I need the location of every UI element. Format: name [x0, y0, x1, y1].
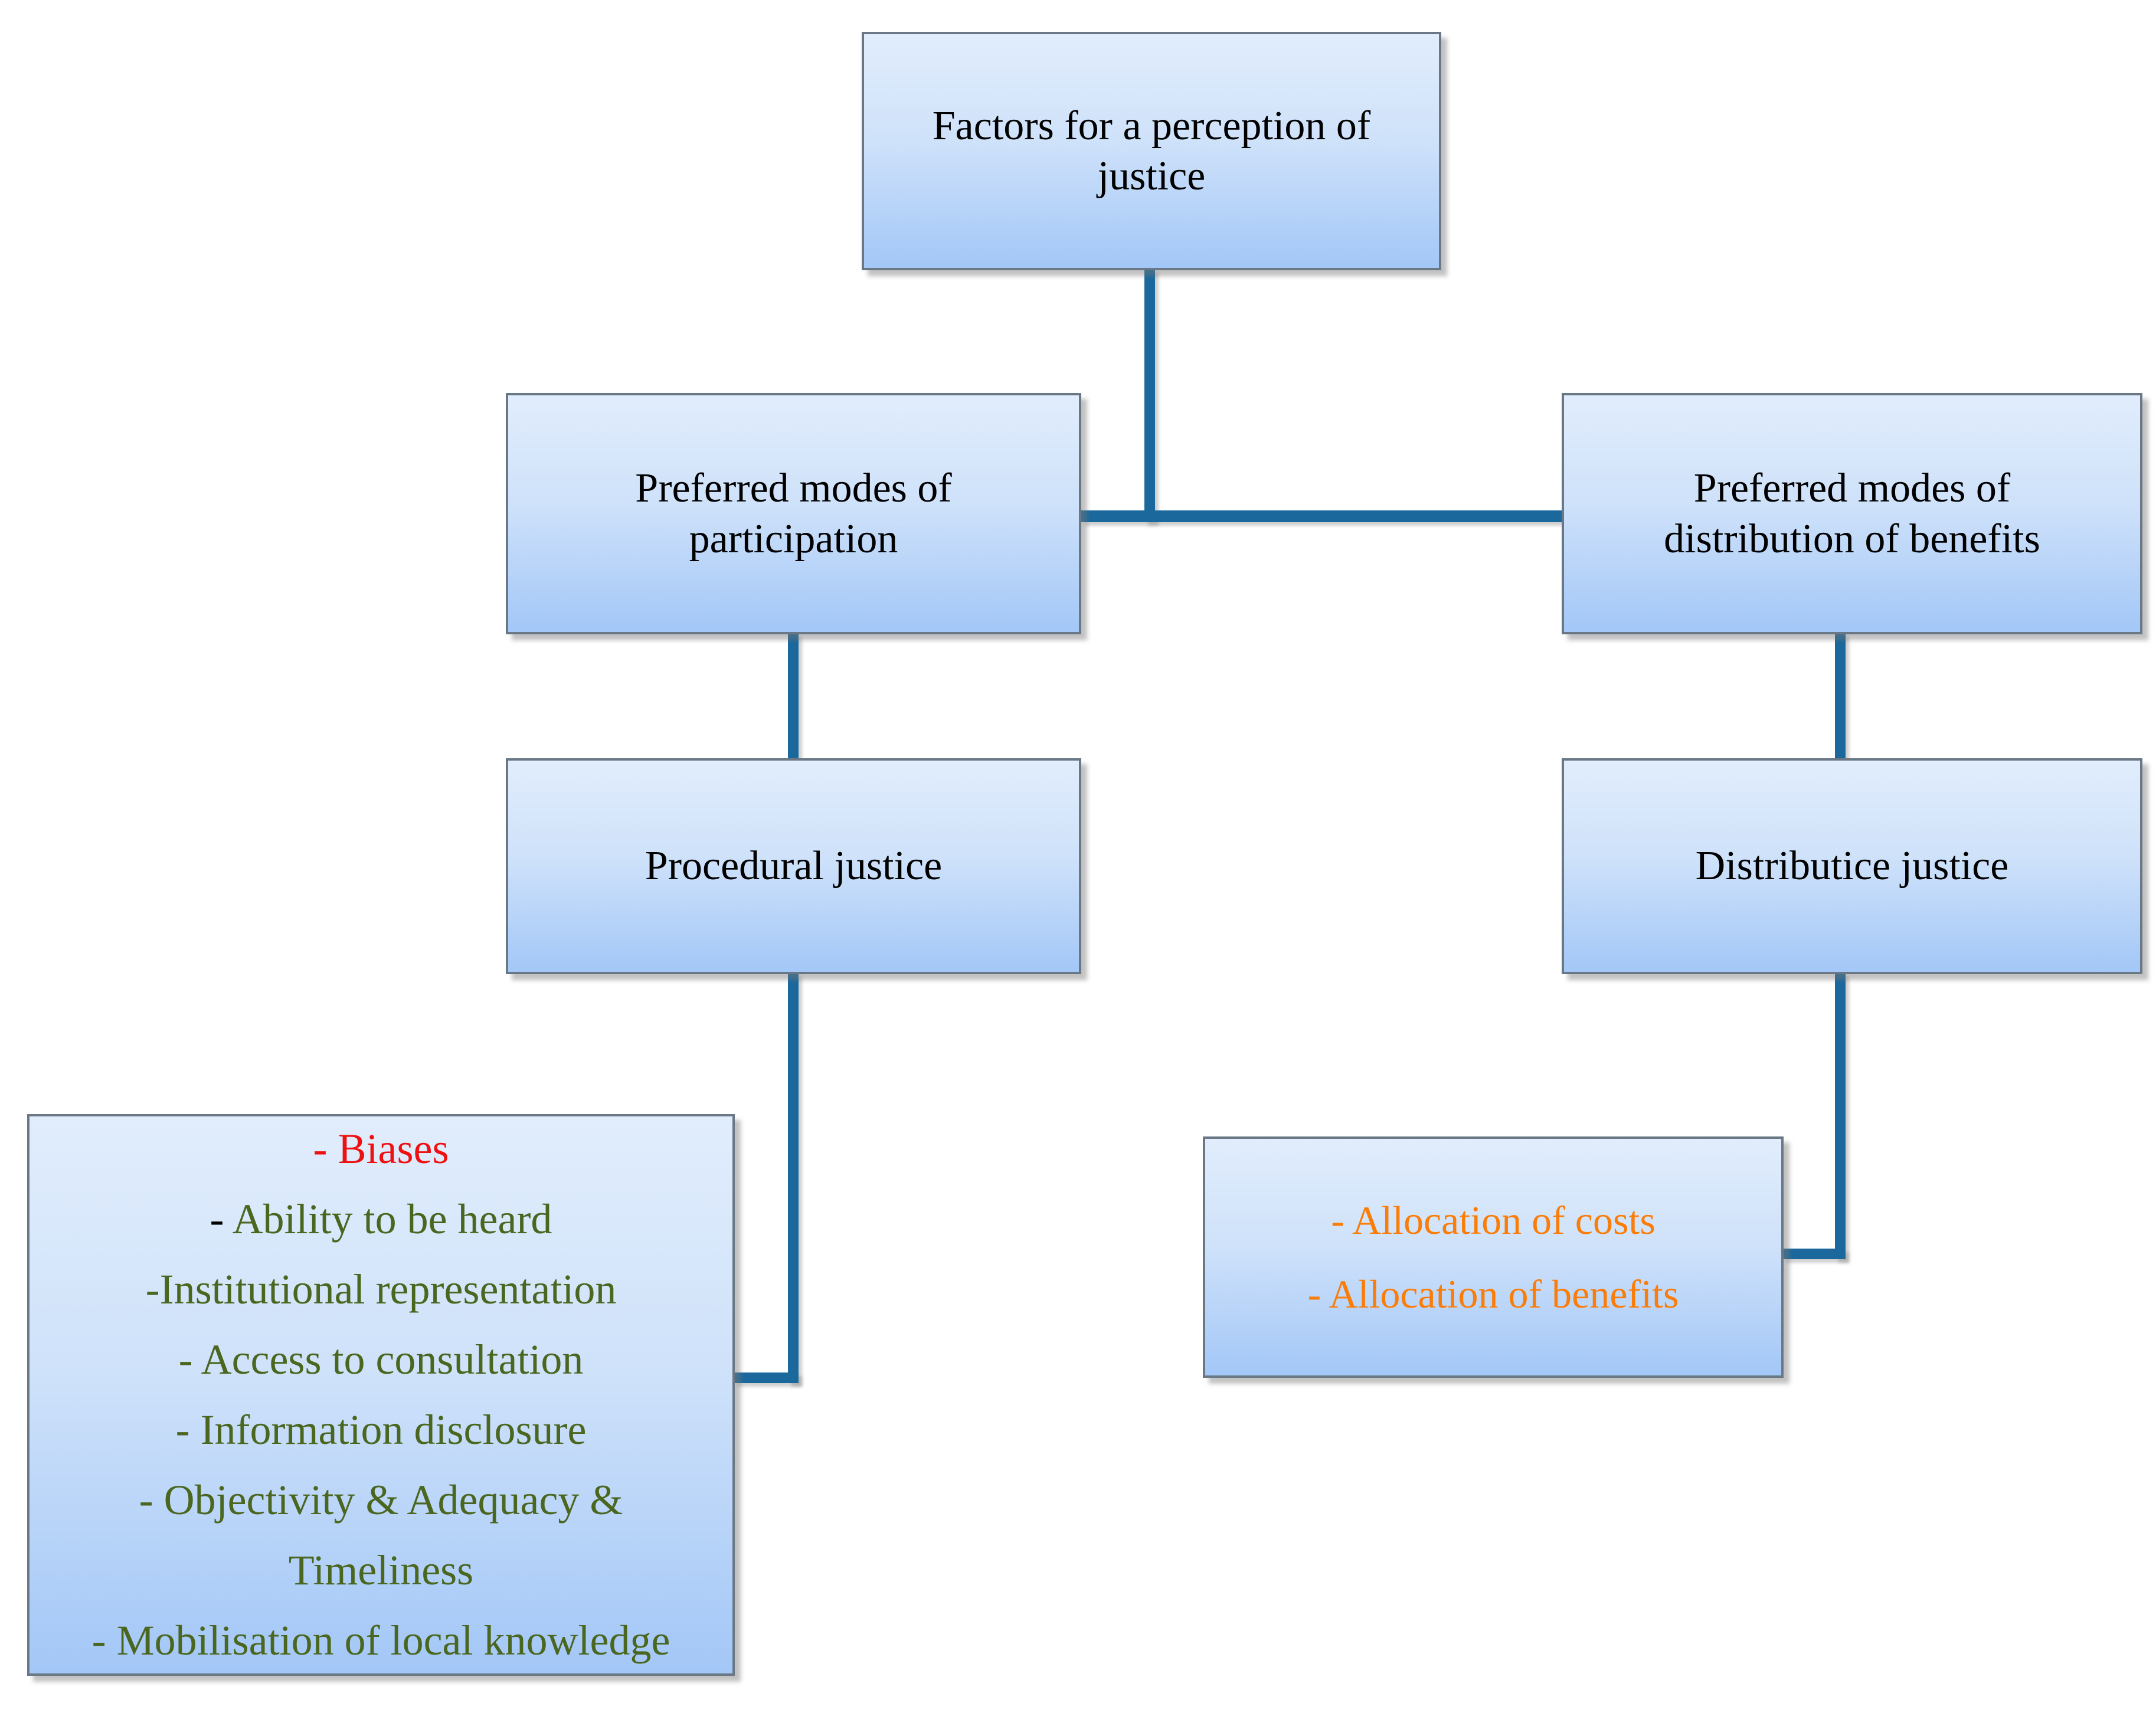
preferred-modes-distribution-box: Preferred modes of distribution of benef…	[1562, 393, 2142, 634]
list-item: - Information disclosure	[175, 1406, 587, 1453]
preferred-modes-participation-label: Preferred modes of participation	[635, 466, 952, 562]
list-item: - Allocation of costs	[1331, 1197, 1656, 1243]
connector-procedural-elbow-horizontal	[734, 1372, 799, 1383]
list-item-text: Ability to be heard	[232, 1195, 552, 1243]
connector-participation-to-procedural	[788, 633, 799, 759]
list-item: - Access to consultation	[178, 1336, 584, 1383]
connector-distributive-elbow-horizontal	[1782, 1249, 1846, 1259]
preferred-modes-participation-box: Preferred modes of participation	[506, 393, 1081, 634]
connector-distribution-to-distributive	[1835, 633, 1846, 759]
distributive-justice-box: Distributice justice	[1562, 758, 2142, 974]
factors-perception-justice-box: Factors for a perception of justice	[862, 32, 1441, 270]
factors-perception-justice-label: Factors for a perception of justice	[932, 103, 1371, 199]
connector-root-vertical	[1144, 269, 1155, 522]
list-item: - Mobilisation of local knowledge	[91, 1617, 670, 1664]
procedural-justice-box: Procedural justice	[506, 758, 1081, 974]
list-item: - Objectivity & Adequacy & Timeliness	[139, 1476, 623, 1594]
list-item-dash: -	[210, 1195, 233, 1243]
list-item: - Ability to be heard	[210, 1184, 552, 1254]
procedural-justice-label: Procedural justice	[644, 843, 943, 889]
procedural-factors-list-box: - Biases - Ability to be heard -Institutio…	[27, 1114, 735, 1676]
distributive-justice-label: Distributice justice	[1695, 843, 2009, 889]
connector-procedural-elbow-vertical	[788, 973, 799, 1383]
preferred-modes-distribution-label: Preferred modes of distribution of benef…	[1664, 466, 2040, 562]
list-item: - Biases	[313, 1125, 449, 1172]
connector-distributive-elbow-vertical	[1835, 973, 1846, 1259]
connector-trunk-horizontal	[1081, 510, 1562, 522]
list-item: - Allocation of benefits	[1307, 1271, 1679, 1316]
list-item: -Institutional representation	[145, 1266, 617, 1313]
allocation-list-box: - Allocation of costs - Allocation of ben…	[1203, 1136, 1784, 1378]
